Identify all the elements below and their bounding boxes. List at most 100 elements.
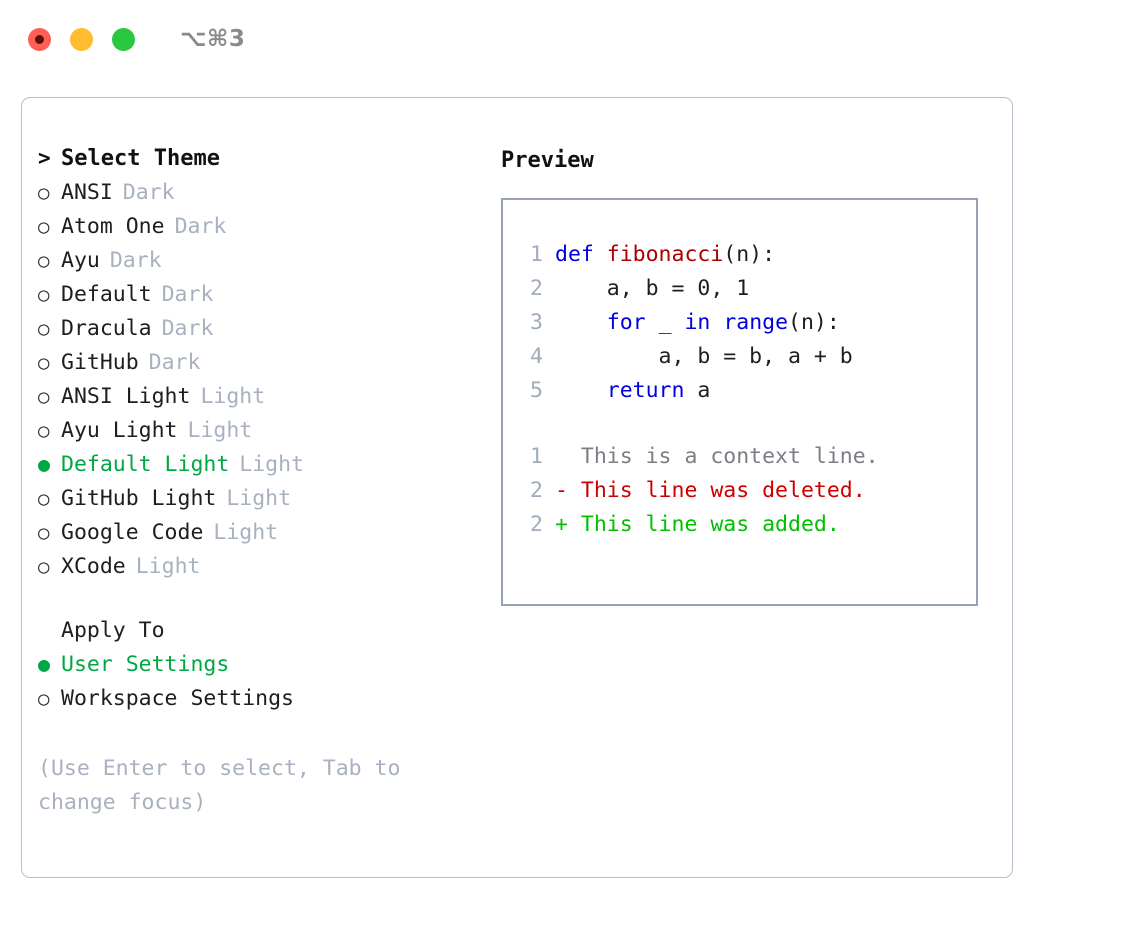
code-line-number: 3	[530, 310, 543, 335]
code-token-plain: a, b = 0, 1	[555, 276, 750, 301]
code-token-kw: def	[555, 242, 607, 267]
code-line-number: 4	[530, 344, 543, 369]
select-theme-title: Select Theme	[61, 146, 220, 171]
code-line-content: def fibonacci(n):	[555, 242, 775, 267]
radio-unselected-icon: ○	[38, 556, 50, 578]
apply-to-option-label: User Settings	[61, 652, 230, 677]
theme-option-label: XCode	[61, 554, 126, 579]
theme-option-tag: Dark	[122, 180, 175, 205]
code-token-plain	[710, 310, 723, 335]
window-controls	[28, 27, 135, 51]
diff-line-ctx: 1 This is a context line.	[517, 444, 968, 478]
code-token-plain: (n):	[723, 242, 776, 267]
theme-option-tag: Light	[213, 520, 279, 545]
radio-unselected-icon: ○	[38, 522, 50, 544]
radio-unselected-icon: ○	[38, 688, 50, 710]
minimize-button[interactable]	[70, 27, 93, 51]
select-theme-header: > Select Theme	[38, 146, 468, 180]
theme-option-label: Default	[61, 282, 152, 307]
radio-unselected-icon: ○	[38, 318, 50, 340]
diff-line-number: 1	[530, 444, 543, 469]
code-line-content: return a	[555, 378, 711, 403]
code-token-plain: a, b = b, a + b	[555, 344, 853, 369]
theme-option-label: ANSI	[61, 180, 113, 205]
code-line-content: a, b = 0, 1	[555, 276, 749, 301]
code-line-content: a, b = b, a + b	[555, 344, 853, 369]
theme-option-label: Ayu Light	[61, 418, 178, 443]
code-token-plain: (n):	[788, 310, 840, 335]
apply-to-option-workspace-settings[interactable]: ○ Workspace Settings	[38, 686, 468, 720]
code-token-fn: fibonacci	[606, 242, 724, 267]
radio-unselected-icon: ○	[38, 420, 50, 442]
theme-option-ayu[interactable]: ○ Ayu Dark	[38, 248, 468, 282]
diff-line-text: This is a context line.	[580, 444, 879, 469]
radio-unselected-icon: ○	[38, 216, 50, 238]
code-token-kw: in	[684, 310, 711, 335]
radio-unselected-icon: ○	[38, 386, 50, 408]
radio-unselected-icon: ○	[38, 352, 50, 374]
code-token-kw: for	[606, 310, 646, 335]
code-line: 5 return a	[517, 378, 968, 412]
code-line-number: 5	[530, 378, 543, 403]
theme-option-label: Google Code	[61, 520, 204, 545]
code-diff-spacer	[517, 412, 968, 444]
theme-option-ansi[interactable]: ○ ANSI Dark	[38, 180, 468, 214]
diff-line-prefix: +	[555, 512, 581, 537]
theme-option-tag: Dark	[148, 350, 201, 375]
titlebar: ⌥⌘3	[0, 0, 1140, 78]
theme-option-ansi-light[interactable]: ○ ANSI Light Light	[38, 384, 468, 418]
code-line-number: 1	[530, 242, 543, 267]
code-line-content: for _ in range(n):	[555, 310, 840, 335]
diff-line-number: 2	[530, 478, 543, 503]
apply-to-option-user-settings[interactable]: ●User Settings	[38, 652, 468, 686]
theme-option-tag: Light	[135, 554, 201, 579]
radio-unselected-icon: ○	[38, 182, 50, 204]
theme-option-tag: Light	[200, 384, 266, 409]
theme-option-xcode[interactable]: ○ XCode Light	[38, 554, 468, 588]
code-line-number: 2	[530, 276, 543, 301]
theme-option-tag: Dark	[161, 316, 214, 341]
code-token-plain	[555, 310, 607, 335]
theme-option-tag: Light	[239, 452, 305, 477]
apply-to-header: ○ Apply To	[38, 618, 468, 652]
code-token-plain: _	[645, 310, 685, 335]
code-line: 2 a, b = 0, 1	[517, 276, 968, 310]
apply-to-title: Apply To	[61, 618, 165, 643]
code-line: 1 def fibonacci(n):	[517, 242, 968, 276]
theme-option-google-code[interactable]: ○ Google Code Light	[38, 520, 468, 554]
code-token-kw: range	[723, 310, 789, 335]
theme-option-tag: Dark	[109, 248, 162, 273]
theme-option-label: Ayu	[61, 248, 100, 273]
diff-line-prefix: -	[555, 478, 581, 503]
code-token-plain: a	[684, 378, 711, 403]
apply-to-marker-placeholder: ○	[38, 622, 61, 641]
radio-unselected-icon: ○	[38, 284, 50, 306]
theme-option-label: ANSI Light	[61, 384, 191, 409]
apply-to-list: ●User Settings○ Workspace Settings	[38, 652, 468, 720]
close-button[interactable]	[28, 27, 51, 51]
radio-unselected-icon: ○	[38, 250, 50, 272]
maximize-button[interactable]	[112, 27, 135, 51]
section-spacer	[38, 588, 468, 618]
apply-to-option-label: Workspace Settings	[61, 686, 294, 711]
radio-unselected-icon: ○	[38, 488, 50, 510]
theme-option-tag: Light	[226, 486, 292, 511]
theme-option-label: Default Light	[61, 452, 230, 477]
preview-title: Preview	[501, 148, 594, 173]
code-token-kw: return	[606, 378, 685, 403]
diff-line-text: This line was added.	[580, 512, 840, 537]
